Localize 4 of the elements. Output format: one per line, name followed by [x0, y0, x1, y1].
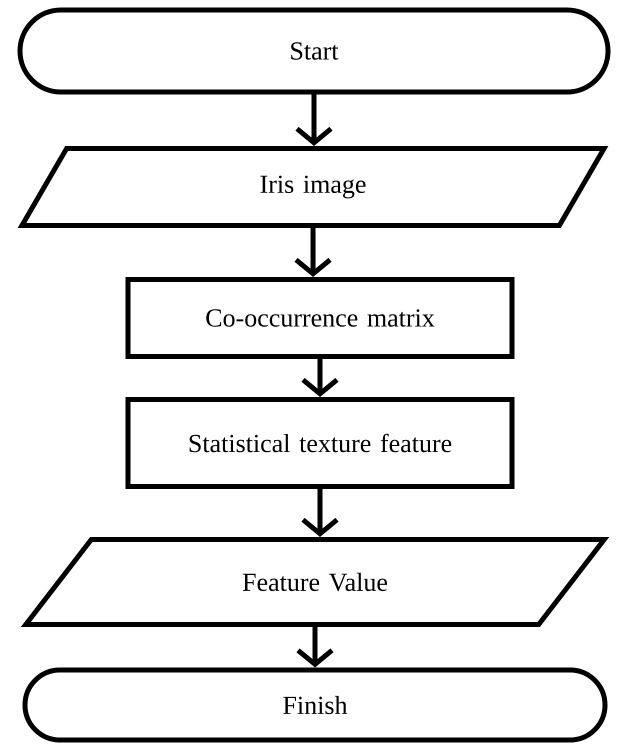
terminal-stadium: Start: [18, 8, 610, 94]
terminal-stadium: Finish: [22, 668, 608, 742]
process-box: Co-occurrence matrix: [126, 277, 514, 359]
process-box: Statistical texture feature: [126, 397, 514, 489]
